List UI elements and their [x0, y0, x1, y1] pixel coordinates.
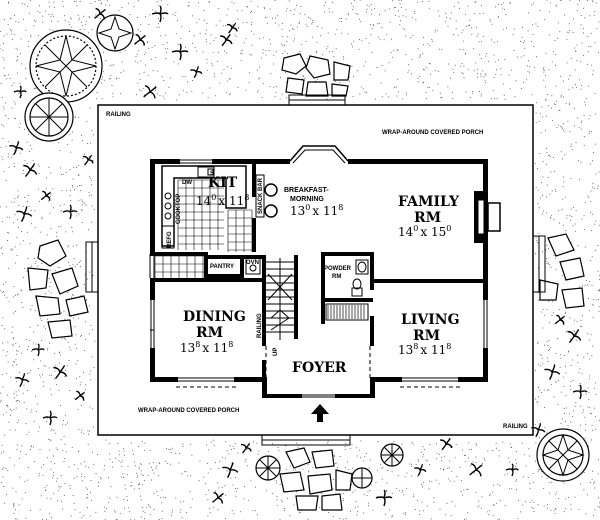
- snack-bar-label: SNACK BAR: [258, 177, 264, 214]
- stair-railing-label: RAILING: [257, 313, 263, 338]
- porch-steps-bottom: [261, 434, 351, 446]
- breakfast-name-2: MORNING: [290, 196, 324, 203]
- porch-steps-top: [288, 94, 346, 106]
- family-name-1: FAMILY: [398, 194, 460, 210]
- kitchen-tile-floor: [154, 179, 253, 278]
- shrub-front-left: [255, 455, 281, 481]
- porch-steps-right: [532, 235, 546, 293]
- tree-top-left-small: [96, 14, 134, 52]
- kitchen-name: KIT: [208, 175, 238, 191]
- living-name-1: LIVING: [401, 312, 460, 328]
- tree-top-left: [29, 29, 103, 103]
- entry-arrow: [311, 404, 329, 422]
- railing-label-bottom: RAILING: [503, 424, 528, 430]
- stair-up-label: UP: [273, 348, 279, 356]
- family-name-2: RM: [414, 210, 441, 226]
- railing-label-top: RAILING: [106, 112, 131, 118]
- tree-left: [24, 92, 74, 142]
- flagstone-bottom: [279, 447, 353, 511]
- staircase: RAILING UP: [257, 258, 294, 356]
- windows: [149, 159, 488, 398]
- foyer-name: FOYER: [292, 360, 347, 376]
- living-name-2: RM: [413, 328, 440, 344]
- house-walls: [150, 145, 501, 398]
- closet-hatch: [327, 305, 365, 319]
- oven-label: OVN: [246, 260, 259, 266]
- dining-name-2: RM: [196, 325, 223, 341]
- powder-name-1: POWDER: [324, 266, 352, 272]
- powder-name-2: RM: [332, 274, 341, 280]
- shrub-front-right: [380, 443, 404, 467]
- cooktop-label: COOKTOP: [176, 194, 182, 224]
- flagstone-top: [281, 53, 351, 97]
- sink-label: S: [210, 171, 214, 177]
- dining-name-1: DINING: [183, 309, 246, 325]
- dashed-lines: [150, 329, 460, 388]
- foyer: FOYER: [292, 303, 369, 376]
- porch: RAILING WRAP-AROUND COVERED PORCH WRAP-A…: [85, 94, 546, 446]
- powder-room: POWDER RM: [324, 259, 369, 297]
- porch-steps-left: [85, 241, 99, 293]
- refrigerator-label: REFG: [167, 231, 173, 248]
- pantry: PANTRY OVN: [210, 257, 261, 275]
- shrub-front-mid: [351, 467, 373, 489]
- tree-bottom-right: [536, 428, 590, 482]
- flagstone-left: [27, 239, 89, 339]
- pantry-label: PANTRY: [210, 264, 234, 270]
- porch-label-top: WRAP-AROUND COVERED PORCH: [382, 130, 483, 136]
- plant-sprigs: [9, 5, 588, 507]
- porch-label-bottom: WRAP-AROUND COVERED PORCH: [138, 408, 239, 414]
- flagstone-right: [539, 233, 585, 309]
- breakfast-name-1: BREAKFAST-: [284, 187, 329, 194]
- dishwasher-label: DW: [182, 180, 192, 186]
